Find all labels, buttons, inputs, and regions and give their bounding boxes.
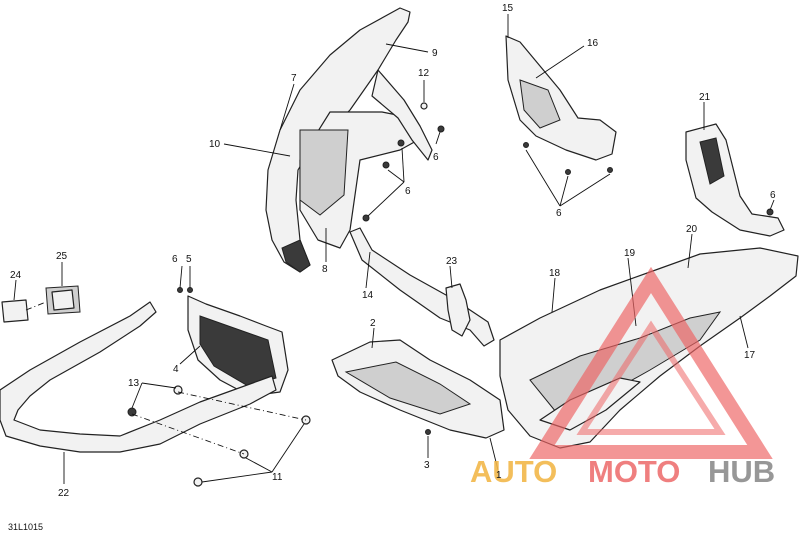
reflector-items [1, 285, 81, 323]
callout-24: 24 [10, 270, 22, 281]
watermark-triangle-outer [529, 266, 773, 459]
front-fairing [265, 7, 445, 273]
callout-19: 19 [624, 248, 636, 259]
callout-23: 23 [446, 256, 458, 267]
callout-1: 1 [496, 470, 502, 481]
callout-8: 8 [322, 264, 328, 275]
callout-4: 4 [173, 364, 179, 375]
callout-9: 9 [432, 48, 438, 59]
callout-11: 11 [272, 472, 283, 483]
right-upper-bracket [685, 123, 785, 237]
callout-7: 7 [291, 73, 297, 84]
callout-22: 22 [58, 488, 70, 499]
callout-6-a: 6 [433, 152, 439, 163]
callout-3: 3 [424, 460, 430, 471]
small-bracket [445, 283, 471, 337]
callout-6-c: 6 [556, 208, 562, 219]
watermark-logo: AUTO MOTO HUB [470, 266, 775, 489]
watermark-word-hub: HUB [708, 454, 775, 489]
lower-center-panel [331, 339, 505, 439]
callout-13: 13 [128, 378, 140, 389]
callout-6-e: 6 [172, 254, 178, 265]
watermark-triangle-inner [576, 320, 726, 435]
leader-lines [13, 14, 775, 484]
callout-14: 14 [362, 290, 374, 301]
watermark-word-auto: AUTO [470, 454, 557, 489]
watermark-word-moto: MOTO [588, 454, 680, 489]
bumper-bar [0, 301, 277, 453]
callout-16: 16 [587, 38, 599, 49]
diagram-reference-code: 31L1015 [8, 522, 43, 532]
callout-6-b: 6 [405, 186, 411, 197]
callouts: 7 9 10 12 6 6 8 14 23 15 16 6 21 6 20 19… [10, 3, 776, 499]
upper-side-panel [505, 35, 617, 175]
grille-assembly [177, 287, 289, 397]
callout-20: 20 [686, 224, 698, 235]
callout-12: 12 [418, 68, 430, 79]
callout-2: 2 [370, 318, 376, 329]
callout-18: 18 [549, 268, 561, 279]
callout-17: 17 [744, 350, 756, 361]
callout-6-d: 6 [770, 190, 776, 201]
callout-5: 5 [186, 254, 192, 265]
callout-25: 25 [56, 251, 68, 262]
callout-15: 15 [502, 3, 514, 14]
callout-10: 10 [209, 139, 221, 150]
callout-21: 21 [699, 92, 711, 103]
